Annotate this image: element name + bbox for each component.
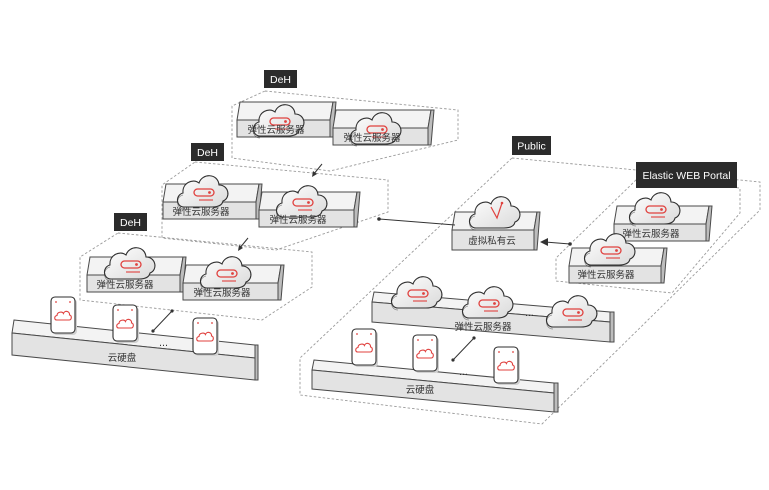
disk-ellipsis: ...	[459, 367, 468, 378]
elastic-web-tag-text: Elastic WEB Portal	[642, 170, 730, 182]
deh-left-tag	[114, 213, 147, 231]
server-label: 弹性云服务器	[193, 287, 251, 299]
server-ellipsis: ...	[525, 308, 534, 319]
connector-elastic-to-vpc	[544, 241, 571, 245]
server-icon	[545, 295, 598, 330]
connector-deh-to-vpc	[378, 218, 456, 226]
server-label: 弹性云服务器	[622, 228, 680, 240]
disk-icon	[412, 334, 440, 374]
disk-label: 云硬盘	[406, 384, 435, 396]
public-tag-text: Public	[517, 141, 546, 153]
deh-top-tag	[264, 70, 297, 88]
deh-mid-tag	[191, 143, 224, 161]
server-label: 弹性云服务器	[172, 206, 230, 218]
server-icon	[461, 286, 514, 321]
server-icon	[275, 185, 328, 220]
deh-left-boundary	[79, 232, 313, 321]
server-label: 弹性云服务器	[577, 269, 635, 281]
disk-ellipsis: ...	[159, 338, 168, 349]
vpc-icon	[468, 196, 521, 231]
server-label: 弹性云服务器	[247, 124, 305, 136]
disk-icon	[192, 317, 220, 357]
deh-top-tag-text: DeH	[270, 74, 291, 86]
disk-icon	[112, 304, 140, 344]
vpc-label: 虚拟私有云	[468, 235, 516, 247]
server-icon	[176, 175, 229, 210]
disk-icon	[493, 346, 521, 386]
public-boundary	[299, 157, 761, 425]
elastic-web-tag	[636, 162, 737, 188]
server-label: 弹性云服务器	[269, 214, 327, 226]
deh-mid-boundary	[161, 161, 389, 251]
server-label: 弹性云服务器	[454, 321, 512, 333]
server-label: 弹性云服务器	[343, 132, 401, 144]
connector-public-disks	[452, 337, 475, 361]
server-icon	[628, 192, 681, 227]
connector-left-disks	[152, 310, 173, 332]
disk-label: 云硬盘	[108, 352, 137, 364]
deh-mid-tag-text: DeH	[197, 147, 218, 159]
disk-icon	[351, 328, 379, 368]
server-label: 弹性云服务器	[96, 279, 154, 291]
server-icon	[103, 247, 156, 282]
public-tag	[512, 136, 551, 155]
disk-icon	[50, 296, 78, 336]
deh-top-boundary	[231, 90, 459, 172]
server-icon	[390, 276, 443, 311]
server-icon	[199, 256, 252, 291]
deh-left-tag-text: DeH	[120, 217, 141, 229]
